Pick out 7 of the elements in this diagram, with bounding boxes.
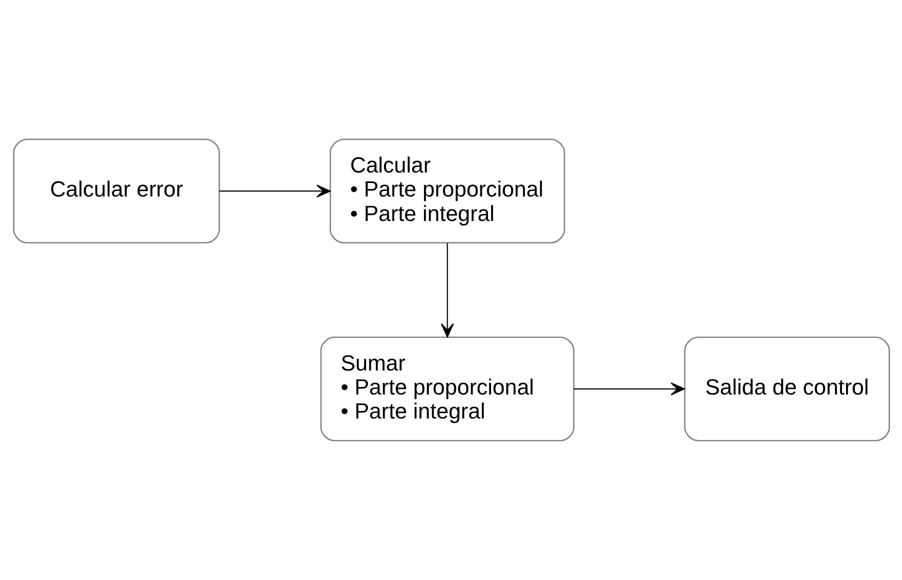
node-box: Calcular error (12, 138, 220, 244)
node-box: Sumar • Parte proporcional • Parte integral (320, 336, 574, 442)
node-box: Calcular • Parte proporcional • Parte integral (329, 138, 565, 244)
arrow (573, 382, 684, 396)
node-box: Salida de control (684, 336, 890, 442)
arrow (440, 243, 454, 338)
arrow (218, 184, 330, 198)
